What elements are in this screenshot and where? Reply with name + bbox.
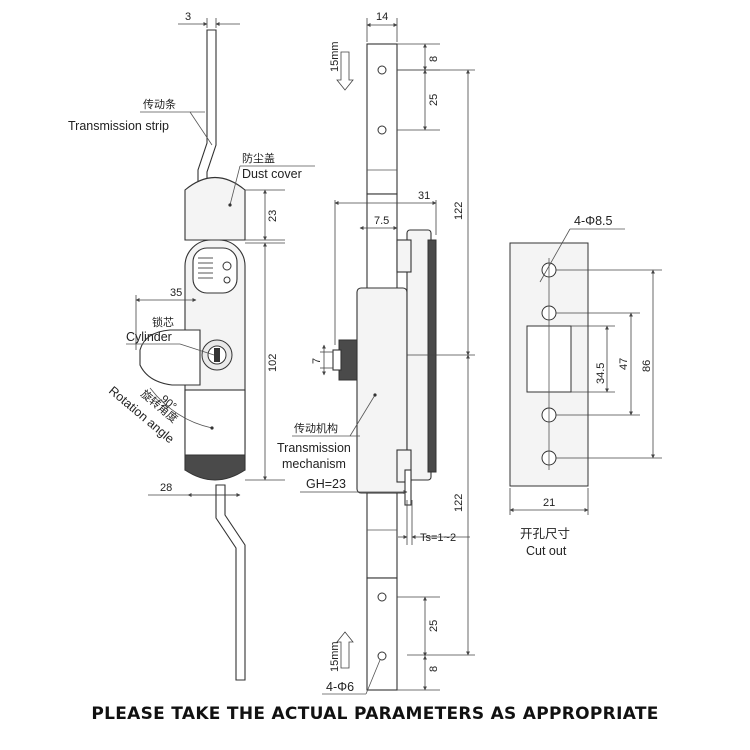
housing-screw-2 <box>223 276 231 284</box>
dim-top-pitch: 25 <box>428 94 440 106</box>
dim-strip-thickness: 3 <box>185 11 191 23</box>
travel-arrow-top: 15mm <box>329 41 354 91</box>
dim-bottom-pitch: 25 <box>428 620 440 632</box>
dim-dust-cover: 23 <box>267 210 279 222</box>
cutout-86: 86 <box>641 360 653 372</box>
dim-lower-length: 122 <box>453 494 465 512</box>
upper-hole-1 <box>377 65 387 75</box>
dim-gh: GH=23 <box>306 477 346 491</box>
side-view: 14 8 25 122 122 31 7.5 7 Ts= <box>277 11 475 695</box>
keyway <box>214 348 220 362</box>
dim-bottom-offset: 8 <box>428 666 440 672</box>
lower-hole-1 <box>377 592 387 602</box>
cutout-view: 4-Φ8.5 34.5 47 86 21 开孔尺寸 Cut out <box>509 214 662 558</box>
spacer <box>404 469 412 506</box>
dim-base-width: 28 <box>160 482 172 494</box>
label-dust-cn: 防尘盖 <box>242 151 275 165</box>
lower-strip <box>215 484 246 681</box>
label-mech-en2: mechanism <box>282 457 346 471</box>
label-mech-en1: Transmission <box>277 441 351 455</box>
dim-upper-length: 122 <box>453 202 465 220</box>
upper-hole-2 <box>377 125 387 135</box>
dim-top-offset: 8 <box>428 56 440 62</box>
dim-body-height: 102 <box>267 354 279 372</box>
cutout-title-cn: 开孔尺寸 <box>520 527 570 541</box>
cutout-34-5: 34.5 <box>595 363 607 384</box>
travel-arrow-bottom: 15mm <box>329 631 354 672</box>
cam-shaft <box>338 339 358 381</box>
cutout-title-en: Cut out <box>526 544 567 558</box>
label-cylinder-cn: 锁芯 <box>152 315 174 329</box>
front-view: 3 23 102 35 28 传动条 Transmission strip 防尘… <box>68 11 315 681</box>
svg-text:15mm: 15mm <box>329 641 341 672</box>
dim-ts: Ts=1~2 <box>420 532 456 544</box>
cutout-47: 47 <box>618 358 630 370</box>
label-mech-cn: 传动机构 <box>294 421 338 435</box>
dim-handle-offset: 35 <box>170 287 182 299</box>
base-dark <box>184 454 246 481</box>
label-strip-cn: 传动条 <box>143 97 176 111</box>
svg-text:15mm: 15mm <box>329 41 341 72</box>
footer-note: PLEASE TAKE THE ACTUAL PARAMETERS AS APP… <box>91 704 659 724</box>
dim-depth-31: 31 <box>418 190 430 202</box>
housing-upper-panel <box>192 247 238 294</box>
dim-bar-width: 14 <box>376 11 388 23</box>
dust-cover <box>184 177 246 241</box>
housing-screw <box>222 261 232 271</box>
grip-ridges <box>198 257 213 279</box>
dim-depth-7-5: 7.5 <box>374 215 389 227</box>
cutout-width: 21 <box>543 497 555 509</box>
label-strip-en: Transmission strip <box>68 119 169 133</box>
bracket-top <box>396 239 412 273</box>
label-dust-en: Dust cover <box>242 167 302 181</box>
dim-cam: 7 <box>311 358 323 364</box>
lower-bar-2 <box>366 577 398 691</box>
upper-strip <box>197 29 217 191</box>
cam-tip <box>332 349 342 371</box>
lower-hole-2 <box>377 651 387 661</box>
upper-bar-lower <box>366 193 398 290</box>
panel-edge <box>427 239 437 473</box>
label-cylinder-en: Cylinder <box>126 330 172 344</box>
cutout-holes: 4-Φ8.5 <box>574 214 613 228</box>
lower-bar <box>366 492 398 579</box>
dim-bottom-holes: 4-Φ6 <box>326 680 354 694</box>
